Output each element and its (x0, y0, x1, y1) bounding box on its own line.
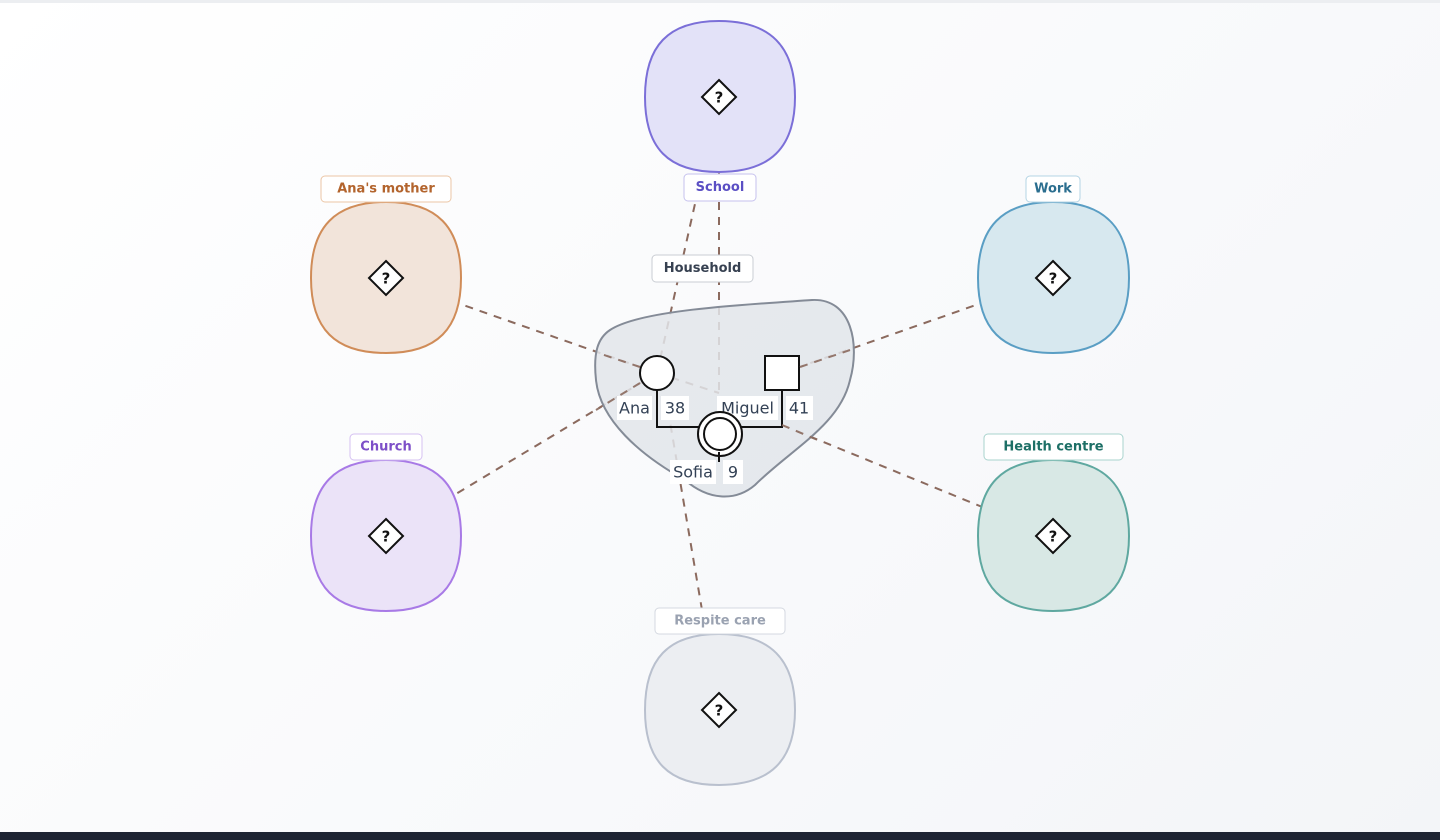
bottom-bar (0, 832, 1440, 840)
household-label-box (651, 254, 754, 283)
system-label: Church (360, 440, 411, 455)
person-name: Ana (619, 399, 650, 418)
female-symbol[interactable] (639, 355, 675, 391)
top-divider (0, 0, 1440, 3)
system-label-box (320, 175, 452, 203)
age-box (661, 396, 689, 420)
connection-ana-anas-mother-overlay (597, 352, 641, 368)
person-age: 38 (665, 399, 685, 418)
system-label-box (1025, 175, 1081, 203)
unknown-person-icon: ? (700, 78, 738, 116)
person-age: 9 (728, 463, 738, 482)
unknown-marker: ? (715, 702, 724, 720)
system-health-centre[interactable]: ? Health centre (976, 433, 1131, 613)
system-label: Ana's mother (337, 182, 435, 197)
system-label: Health centre (1003, 440, 1103, 455)
unknown-person-icon: ? (367, 517, 405, 555)
system-label: School (696, 180, 745, 195)
person-name: Sofia (673, 463, 713, 482)
connections-overlay (595, 349, 851, 442)
person-name: Miguel (721, 399, 774, 418)
person-ana[interactable]: Ana 38 (617, 355, 689, 420)
unknown-marker: ? (1049, 270, 1058, 288)
age-box (723, 460, 743, 484)
unknown-person-icon: ? (700, 691, 738, 729)
system-school[interactable]: ? School (643, 19, 797, 202)
system-label: Respite care (674, 614, 766, 629)
person-sofia[interactable]: Sofia 9 (670, 411, 743, 484)
system-label: Work (1034, 182, 1072, 197)
family-genogram: Ana 38 Miguel 41 Sofia 9 (617, 355, 813, 484)
system-label-box (683, 173, 757, 202)
unknown-marker: ? (382, 528, 391, 546)
unknown-person-icon: ? (1034, 517, 1072, 555)
unknown-marker: ? (382, 270, 391, 288)
male-symbol[interactable] (764, 355, 800, 391)
unknown-marker: ? (1049, 528, 1058, 546)
female-symbol[interactable] (703, 417, 737, 451)
person-age: 41 (789, 399, 809, 418)
connection-sofia-health-overlay (781, 424, 821, 442)
name-box (670, 460, 716, 484)
household-label: Household (664, 261, 742, 276)
system-church[interactable]: ? Church (309, 433, 463, 613)
system-work[interactable]: ? Work (976, 175, 1131, 355)
name-box (617, 396, 652, 420)
unknown-marker: ? (715, 89, 724, 107)
system-label-box (654, 607, 786, 635)
unknown-person-icon: ? (1034, 259, 1072, 297)
system-anas-mother[interactable]: ? Ana's mother (309, 175, 463, 355)
system-label-box (983, 433, 1124, 461)
system-respite-care[interactable]: ? Respite care (643, 607, 797, 787)
age-box (786, 396, 813, 420)
unknown-person-icon: ? (367, 259, 405, 297)
system-label-box (349, 433, 423, 461)
